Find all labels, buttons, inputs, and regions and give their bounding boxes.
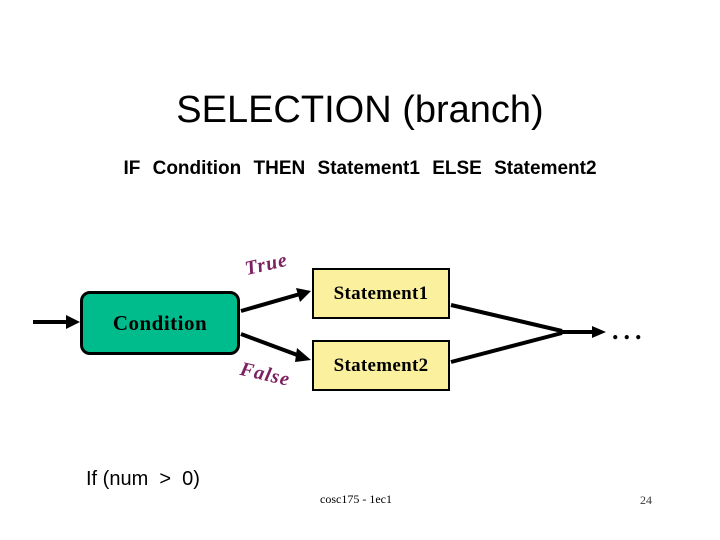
arrow-merge-to-continuation bbox=[558, 326, 606, 338]
branch-label-false: False bbox=[238, 358, 293, 391]
statement1-node[interactable]: Statement1 bbox=[312, 268, 450, 319]
page-title: SELECTION (branch) bbox=[176, 89, 544, 131]
flow-continuation-ellipsis: ... bbox=[612, 316, 647, 345]
branch-label-true: True bbox=[242, 248, 290, 281]
arrow-false-branch bbox=[240, 332, 311, 362]
code-line-if: If (num > 0) bbox=[86, 468, 200, 490]
arrow-statement1-to-merge bbox=[450, 303, 563, 333]
condition-node[interactable]: Condition bbox=[80, 291, 240, 355]
arrow-statement2-to-merge bbox=[450, 331, 563, 364]
arrow-entry-to-condition bbox=[33, 315, 80, 329]
example-code-block: If (num > 0) Display “Positive” Else Dis… bbox=[86, 414, 279, 540]
condition-node-label: Condition bbox=[112, 310, 208, 335]
subtitle-pseudocode-form: IF Condition THEN Statement1 ELSE Statem… bbox=[123, 158, 597, 179]
page-number: 24 bbox=[640, 493, 652, 507]
statement1-node-label: Statement1 bbox=[333, 282, 429, 304]
statement2-node[interactable]: Statement2 bbox=[312, 340, 450, 391]
arrow-true-branch bbox=[240, 288, 311, 313]
statement2-node-label: Statement2 bbox=[333, 354, 429, 376]
footer-course-note: cosc175 - 1ec1 bbox=[320, 492, 392, 506]
